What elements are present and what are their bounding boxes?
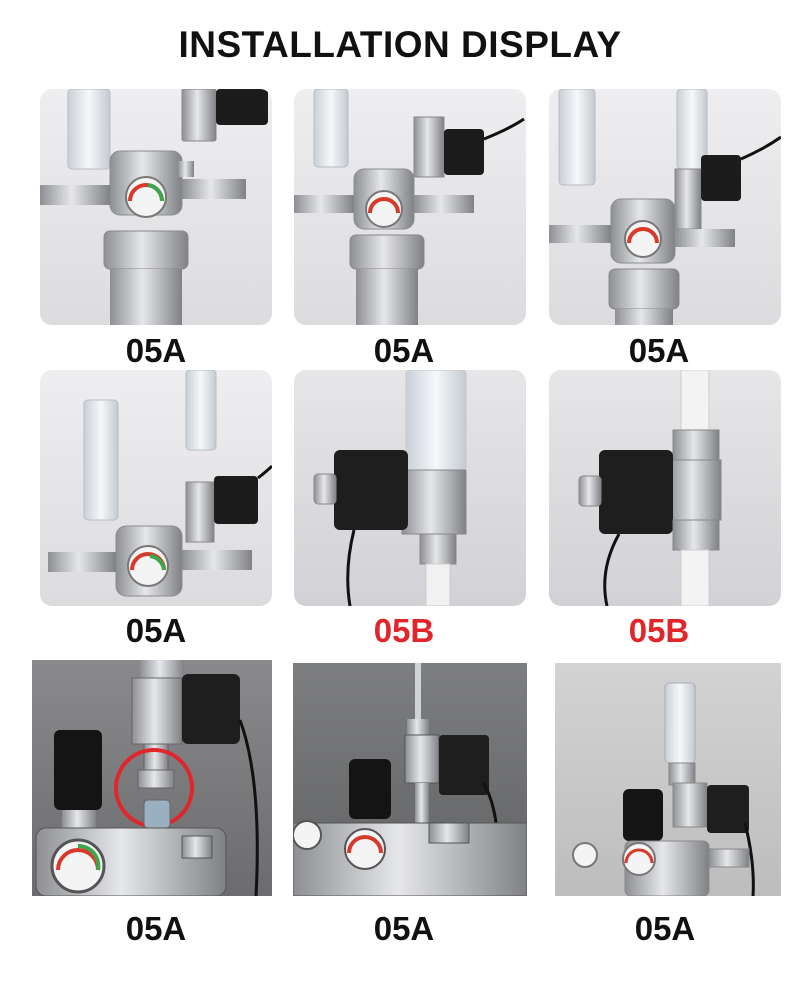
tile-caption-1: 05A [125,332,187,369]
tile-caption-5: 05B [373,612,435,649]
solenoid-valve-illustration [313,370,467,606]
solenoid-valve-illustration [578,370,722,606]
tile-caption-4: 05A [125,612,187,649]
product-photo-8 [293,663,527,896]
regulator-with-solenoid-illustration [293,663,527,896]
product-photo-5 [294,370,526,606]
regulator-with-solenoid-illustration [48,370,272,597]
tile-caption-6: 05B [628,612,690,649]
tile-caption-8: 05A [373,910,435,947]
product-photo-1 [40,89,272,325]
tile-caption-3: 05A [628,332,690,369]
product-photo-6 [549,370,781,606]
regulator-with-solenoid-illustration [549,89,781,325]
tile-caption-2: 05A [373,332,435,369]
product-photo-3 [549,89,781,325]
regulator-with-solenoid-illustration [294,89,525,325]
regulator-with-solenoid-illustration [40,89,268,325]
product-photo-9 [555,663,781,896]
product-photo-4 [40,370,272,606]
regulator-with-solenoid-illustration [572,682,755,896]
tile-caption-7: 05A [125,910,187,947]
regulator-with-solenoid-illustration [35,660,259,896]
product-photo-7 [32,660,272,896]
tile-caption-9: 05A [634,910,696,947]
page-title: INSTALLATION DISPLAY [178,24,622,65]
product-photo-2 [294,89,526,325]
